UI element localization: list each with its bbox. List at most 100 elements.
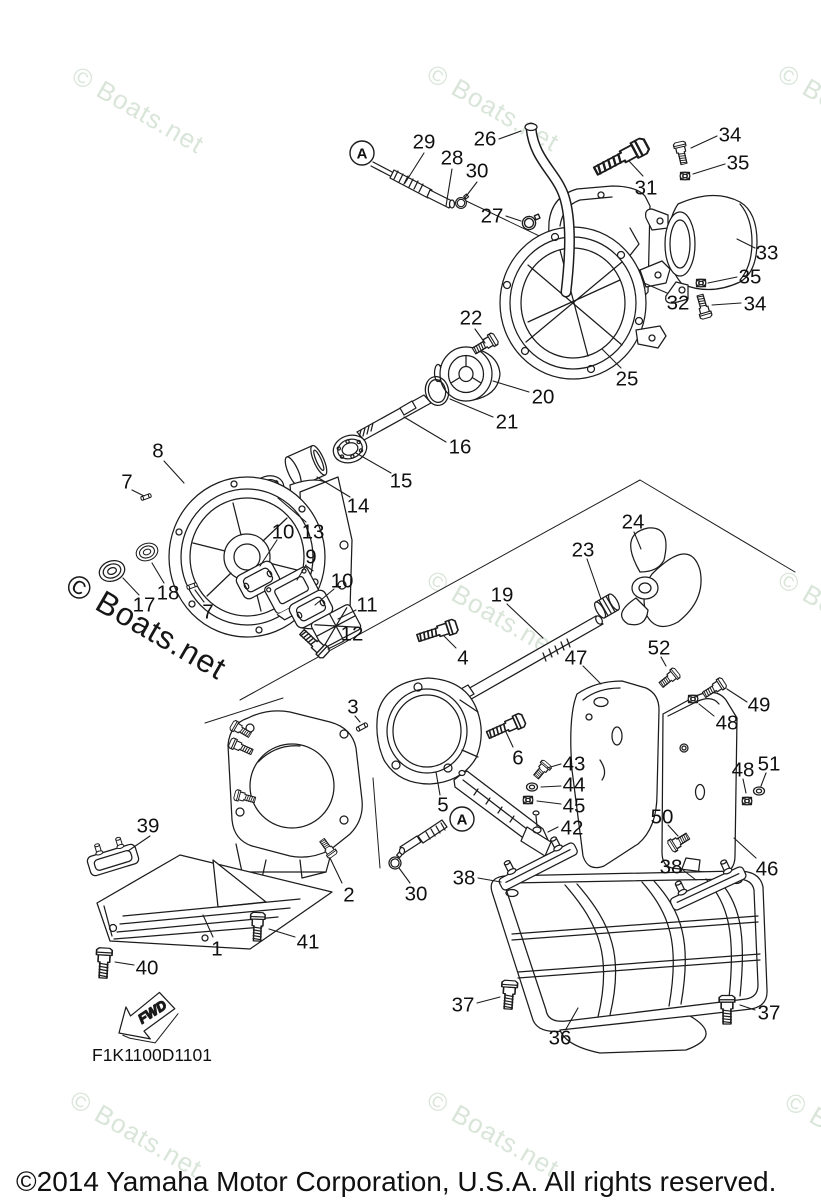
part-35-nut-top bbox=[679, 171, 691, 181]
part-40-bolt bbox=[94, 946, 114, 980]
part-label-30: 30 bbox=[466, 159, 489, 182]
part-label-51: 51 bbox=[758, 752, 781, 775]
leader-line-18 bbox=[151, 562, 165, 584]
part-label-41: 41 bbox=[297, 930, 320, 953]
part-label-20: 20 bbox=[532, 385, 555, 408]
part-label-17: 17 bbox=[133, 593, 156, 616]
part-label-10: 10 bbox=[331, 569, 354, 592]
leader-line-30 bbox=[463, 181, 478, 200]
leader-line-48 bbox=[698, 703, 715, 717]
leader-line-22 bbox=[474, 328, 486, 344]
part-label-42: 42 bbox=[561, 816, 584, 839]
leader-line-20 bbox=[492, 380, 530, 393]
leader-line-10 bbox=[259, 539, 278, 567]
part-label-28: 28 bbox=[441, 146, 464, 169]
part-label-4: 4 bbox=[457, 646, 468, 669]
part-20-deflector bbox=[433, 346, 501, 402]
leader-line-47 bbox=[582, 665, 602, 685]
part-31-bolt bbox=[590, 135, 652, 180]
part-36-intake-grate bbox=[490, 870, 768, 1054]
leader-line-23 bbox=[586, 558, 602, 600]
part-6-bolt bbox=[484, 711, 528, 743]
part-label-30: 30 bbox=[405, 882, 428, 905]
part-label-13: 13 bbox=[302, 520, 325, 543]
leader-line-45 bbox=[536, 800, 562, 805]
leader-line-16 bbox=[403, 416, 447, 443]
part-14-spacer bbox=[284, 444, 328, 488]
part-23-spacer bbox=[594, 593, 620, 619]
part-label-27: 27 bbox=[481, 204, 504, 227]
detail-marker-circle bbox=[349, 140, 375, 166]
leader-line-43 bbox=[546, 763, 562, 769]
leader-line-52 bbox=[660, 656, 667, 667]
leader-line-37 bbox=[476, 996, 501, 1004]
part-label-16: 16 bbox=[449, 435, 472, 458]
part-51-washer bbox=[752, 786, 766, 796]
part-21-oring bbox=[424, 375, 450, 407]
leader-line-34 bbox=[690, 135, 718, 149]
part-48-nut-bottom bbox=[741, 796, 753, 806]
part-label-50: 50 bbox=[651, 805, 674, 828]
part-label-36: 36 bbox=[549, 1026, 572, 1049]
part-label-6: 6 bbox=[512, 746, 523, 769]
part-35-nut-bottom bbox=[695, 278, 707, 288]
leader-line-21 bbox=[449, 398, 494, 418]
detail-marker-label: A bbox=[457, 812, 468, 829]
part-label-35: 35 bbox=[739, 265, 762, 288]
part-47-transom-plate bbox=[570, 680, 660, 869]
part-46-transom-plate bbox=[661, 691, 738, 877]
part-label-37: 37 bbox=[452, 993, 475, 1016]
part-43-bolt bbox=[530, 758, 553, 782]
part-label-52: 52 bbox=[648, 636, 671, 659]
part-a-cable-bottom bbox=[398, 819, 448, 856]
part-label-7: 7 bbox=[202, 600, 213, 623]
leader-line-48 bbox=[742, 778, 747, 794]
leader-line-41 bbox=[268, 928, 296, 938]
leader-line-44 bbox=[540, 785, 562, 788]
part-label-7: 7 bbox=[121, 470, 132, 493]
part-42-plate bbox=[453, 769, 552, 857]
part-label-10: 10 bbox=[272, 520, 295, 543]
part-label-19: 19 bbox=[491, 583, 514, 606]
leader-line-37 bbox=[739, 1004, 756, 1011]
leader-line-17 bbox=[122, 577, 140, 596]
part-label-15: 15 bbox=[390, 469, 413, 492]
leader-line-46 bbox=[733, 837, 757, 859]
part-label-3: 3 bbox=[347, 695, 358, 718]
leader-line-4 bbox=[443, 635, 457, 649]
part-label-33: 33 bbox=[756, 241, 779, 264]
part-label-48: 48 bbox=[716, 711, 739, 734]
part-label-45: 45 bbox=[563, 794, 586, 817]
part-label-40: 40 bbox=[136, 956, 159, 979]
part-label-21: 21 bbox=[496, 410, 519, 433]
part-34-bolt-bottom bbox=[693, 292, 713, 321]
leader-line-25 bbox=[601, 348, 622, 369]
leader-line-27 bbox=[505, 215, 522, 222]
part-39-gasket bbox=[86, 835, 140, 877]
leader-line-38 bbox=[682, 869, 697, 881]
part-label-11: 11 bbox=[356, 593, 377, 616]
leader-line-36 bbox=[565, 1007, 579, 1030]
leader-line-50 bbox=[667, 824, 679, 837]
leader-line-12 bbox=[327, 640, 345, 650]
part-52-bolt bbox=[656, 666, 682, 691]
part-label-32: 32 bbox=[667, 291, 690, 314]
part-44-washer bbox=[525, 782, 539, 792]
leader-line-38 bbox=[477, 877, 502, 883]
leader-line-35 bbox=[707, 276, 738, 284]
leader-line-40 bbox=[114, 961, 135, 966]
part-label-35: 35 bbox=[727, 151, 750, 174]
part-29-28-cable bbox=[370, 161, 456, 209]
part-48-nut-top bbox=[687, 694, 699, 704]
part-label-24: 24 bbox=[622, 510, 645, 533]
diagram-code: F1K1100D1101 bbox=[92, 1045, 212, 1065]
part-3-pin bbox=[355, 721, 369, 733]
leader-line-7 bbox=[194, 589, 205, 603]
leader-line-6 bbox=[505, 731, 514, 748]
part-30-clamp-bottom bbox=[386, 851, 406, 871]
leader-line-26 bbox=[498, 130, 522, 140]
part-label-49: 49 bbox=[748, 693, 771, 716]
copyright-footer: ©2014 Yamaha Motor Corporation, U.S.A. A… bbox=[16, 1166, 777, 1197]
part-label-2: 2 bbox=[343, 883, 354, 906]
